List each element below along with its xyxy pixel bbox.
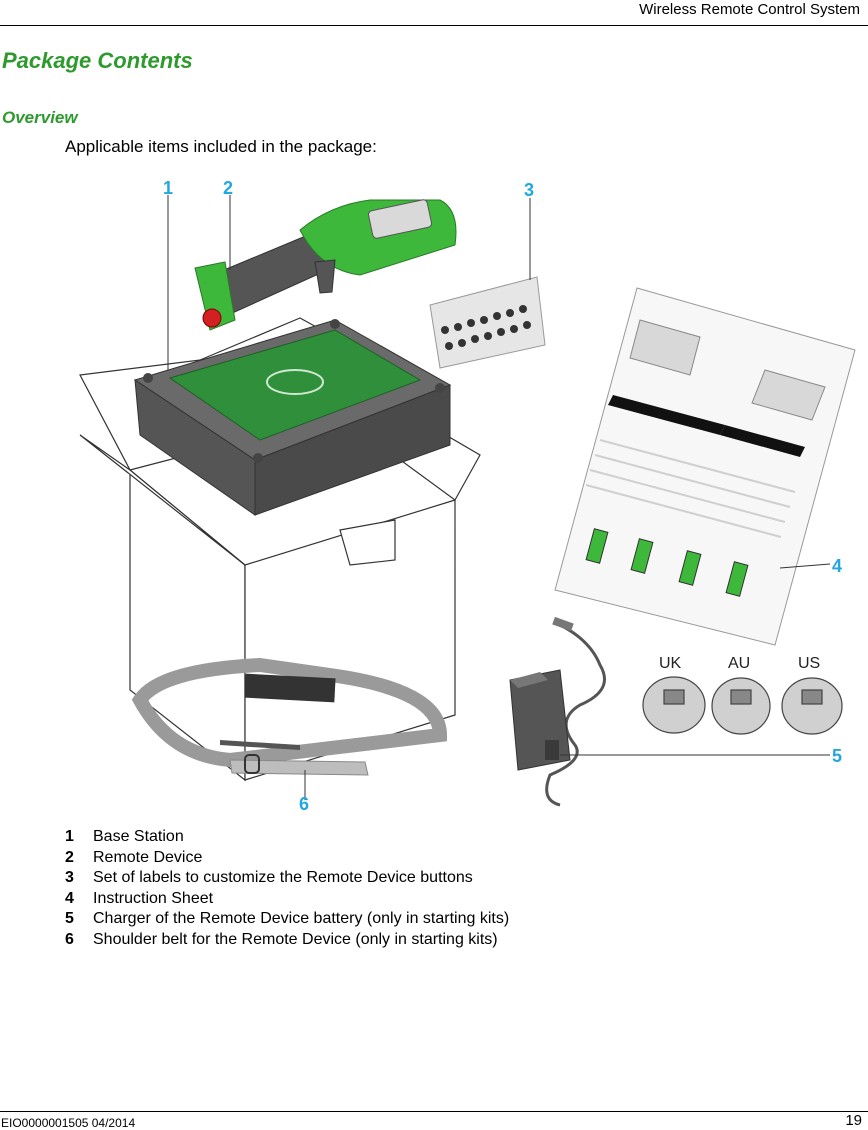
base-station bbox=[133, 319, 452, 516]
callout-2: 2 bbox=[223, 178, 233, 198]
battery-charger bbox=[509, 616, 606, 807]
item-number: 5 bbox=[65, 910, 74, 928]
plug-adaptors bbox=[642, 676, 843, 735]
item-text: Shoulder belt for the Remote Device (onl… bbox=[93, 930, 498, 948]
item-text: Base Station bbox=[93, 828, 184, 845]
contents-list: 1 Base Station 2 Remote Device 3 Set of lab… bbox=[65, 827, 509, 951]
list-item: 1 Base Station bbox=[65, 827, 509, 848]
list-item: 3 Set of labels to customize the Remote D… bbox=[65, 868, 509, 889]
callout-leaders bbox=[167, 195, 831, 800]
page-number: 19 bbox=[845, 1112, 862, 1129]
header-rule bbox=[0, 25, 868, 26]
shoulder-belt bbox=[131, 657, 448, 776]
section-subtitle: Overview bbox=[2, 108, 78, 127]
plug-label-uk: UK bbox=[659, 655, 682, 672]
intro-text: Applicable items included in the package… bbox=[65, 137, 377, 156]
document-reference: EIO0000001505 04/2014 bbox=[1, 1116, 136, 1130]
package-contents-illustration: 1 2 3 4 5 6 UK AU US bbox=[79, 178, 856, 814]
callout-4: 4 bbox=[832, 556, 842, 576]
item-number: 4 bbox=[65, 889, 74, 907]
callout-5: 5 bbox=[832, 746, 842, 766]
remote-device bbox=[194, 199, 457, 331]
callout-1: 1 bbox=[163, 178, 173, 198]
label-sheet bbox=[429, 276, 546, 369]
item-text: Set of labels to customize the Remote De… bbox=[93, 869, 473, 887]
list-item: 6 Shoulder belt for the Remote Device (on… bbox=[65, 930, 509, 951]
list-item: 2 Remote Device bbox=[65, 848, 509, 869]
item-number: 2 bbox=[65, 848, 74, 866]
section-title: Package Contents bbox=[2, 48, 193, 73]
item-text: Remote Device bbox=[93, 848, 203, 866]
running-header: Wireless Remote Control System bbox=[639, 1, 860, 18]
instruction-sheet bbox=[554, 287, 856, 646]
footer-rule bbox=[0, 1111, 868, 1112]
list-item: 5 Charger of the Remote Device battery (o… bbox=[65, 909, 509, 930]
plug-label-au: AU bbox=[728, 655, 750, 672]
item-text: Instruction Sheet bbox=[93, 889, 214, 907]
plug-label-us: US bbox=[798, 655, 820, 672]
callout-3: 3 bbox=[524, 180, 534, 200]
list-item: 4 Instruction Sheet bbox=[65, 889, 509, 910]
item-text: Charger of the Remote Device battery (on… bbox=[93, 910, 510, 928]
item-number: 6 bbox=[65, 930, 74, 948]
item-number: 3 bbox=[65, 869, 74, 887]
item-number: 1 bbox=[65, 828, 74, 845]
callout-6: 6 bbox=[299, 794, 309, 814]
